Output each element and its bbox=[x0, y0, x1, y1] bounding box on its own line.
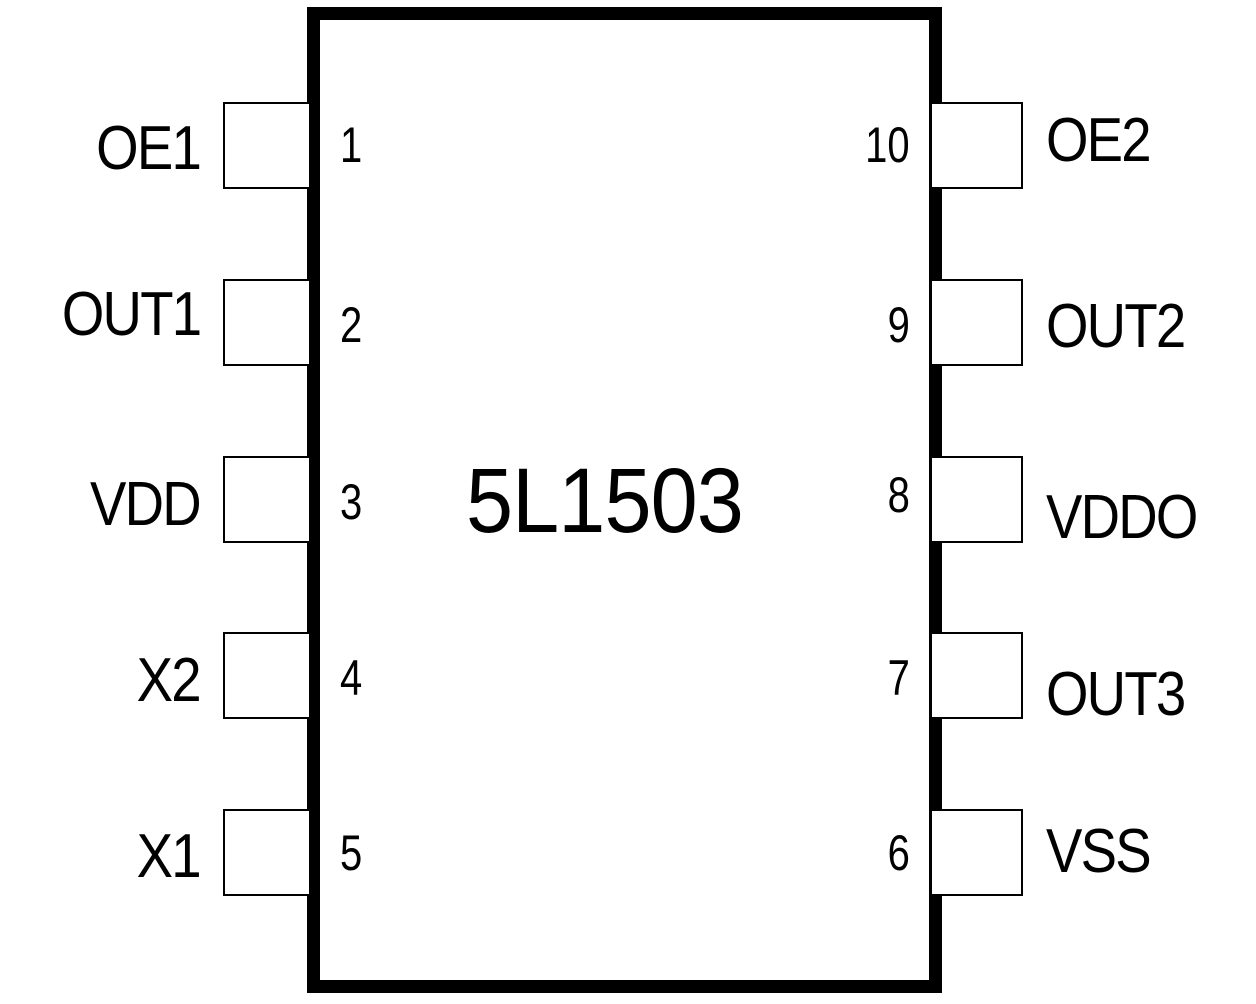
pin-number-3: 3 bbox=[340, 474, 363, 530]
part-number-label: 5L1503 bbox=[466, 450, 744, 552]
pin-pad-5 bbox=[223, 809, 309, 896]
pin-number-10: 10 bbox=[865, 117, 911, 173]
pin-name-5: X1 bbox=[136, 822, 202, 891]
pin-name-3: VDD bbox=[90, 470, 202, 539]
pin-name-1: OE1 bbox=[96, 114, 202, 183]
pin-pad-1 bbox=[223, 102, 309, 189]
pin-number-8: 8 bbox=[887, 467, 910, 523]
pin-name-6: VSS bbox=[1046, 817, 1152, 886]
pin-name-10: OE2 bbox=[1046, 106, 1152, 175]
pin-pad-9 bbox=[932, 279, 1023, 366]
pin-name-9: OUT2 bbox=[1046, 292, 1186, 361]
pin-pad-2 bbox=[223, 279, 309, 366]
pin-number-4: 4 bbox=[340, 650, 363, 706]
pin-name-4: X2 bbox=[136, 646, 202, 715]
pin-pad-4 bbox=[223, 632, 309, 719]
pin-number-7: 7 bbox=[887, 650, 910, 706]
pin-pad-10 bbox=[932, 102, 1023, 189]
pin-name-8: VDDO bbox=[1046, 483, 1198, 552]
pin-pad-6 bbox=[932, 809, 1023, 896]
pin-pad-7 bbox=[932, 632, 1023, 719]
pin-number-9: 9 bbox=[887, 297, 910, 353]
pin-number-1: 1 bbox=[340, 117, 363, 173]
pin-name-7: OUT3 bbox=[1046, 660, 1186, 729]
pin-name-2: OUT1 bbox=[61, 280, 202, 349]
pin-number-5: 5 bbox=[340, 825, 363, 881]
ic-package-body bbox=[307, 7, 942, 993]
pin-pad-3 bbox=[223, 456, 309, 543]
pin-number-2: 2 bbox=[340, 297, 363, 353]
pin-number-6: 6 bbox=[887, 825, 910, 881]
pin-pad-8 bbox=[932, 456, 1023, 543]
